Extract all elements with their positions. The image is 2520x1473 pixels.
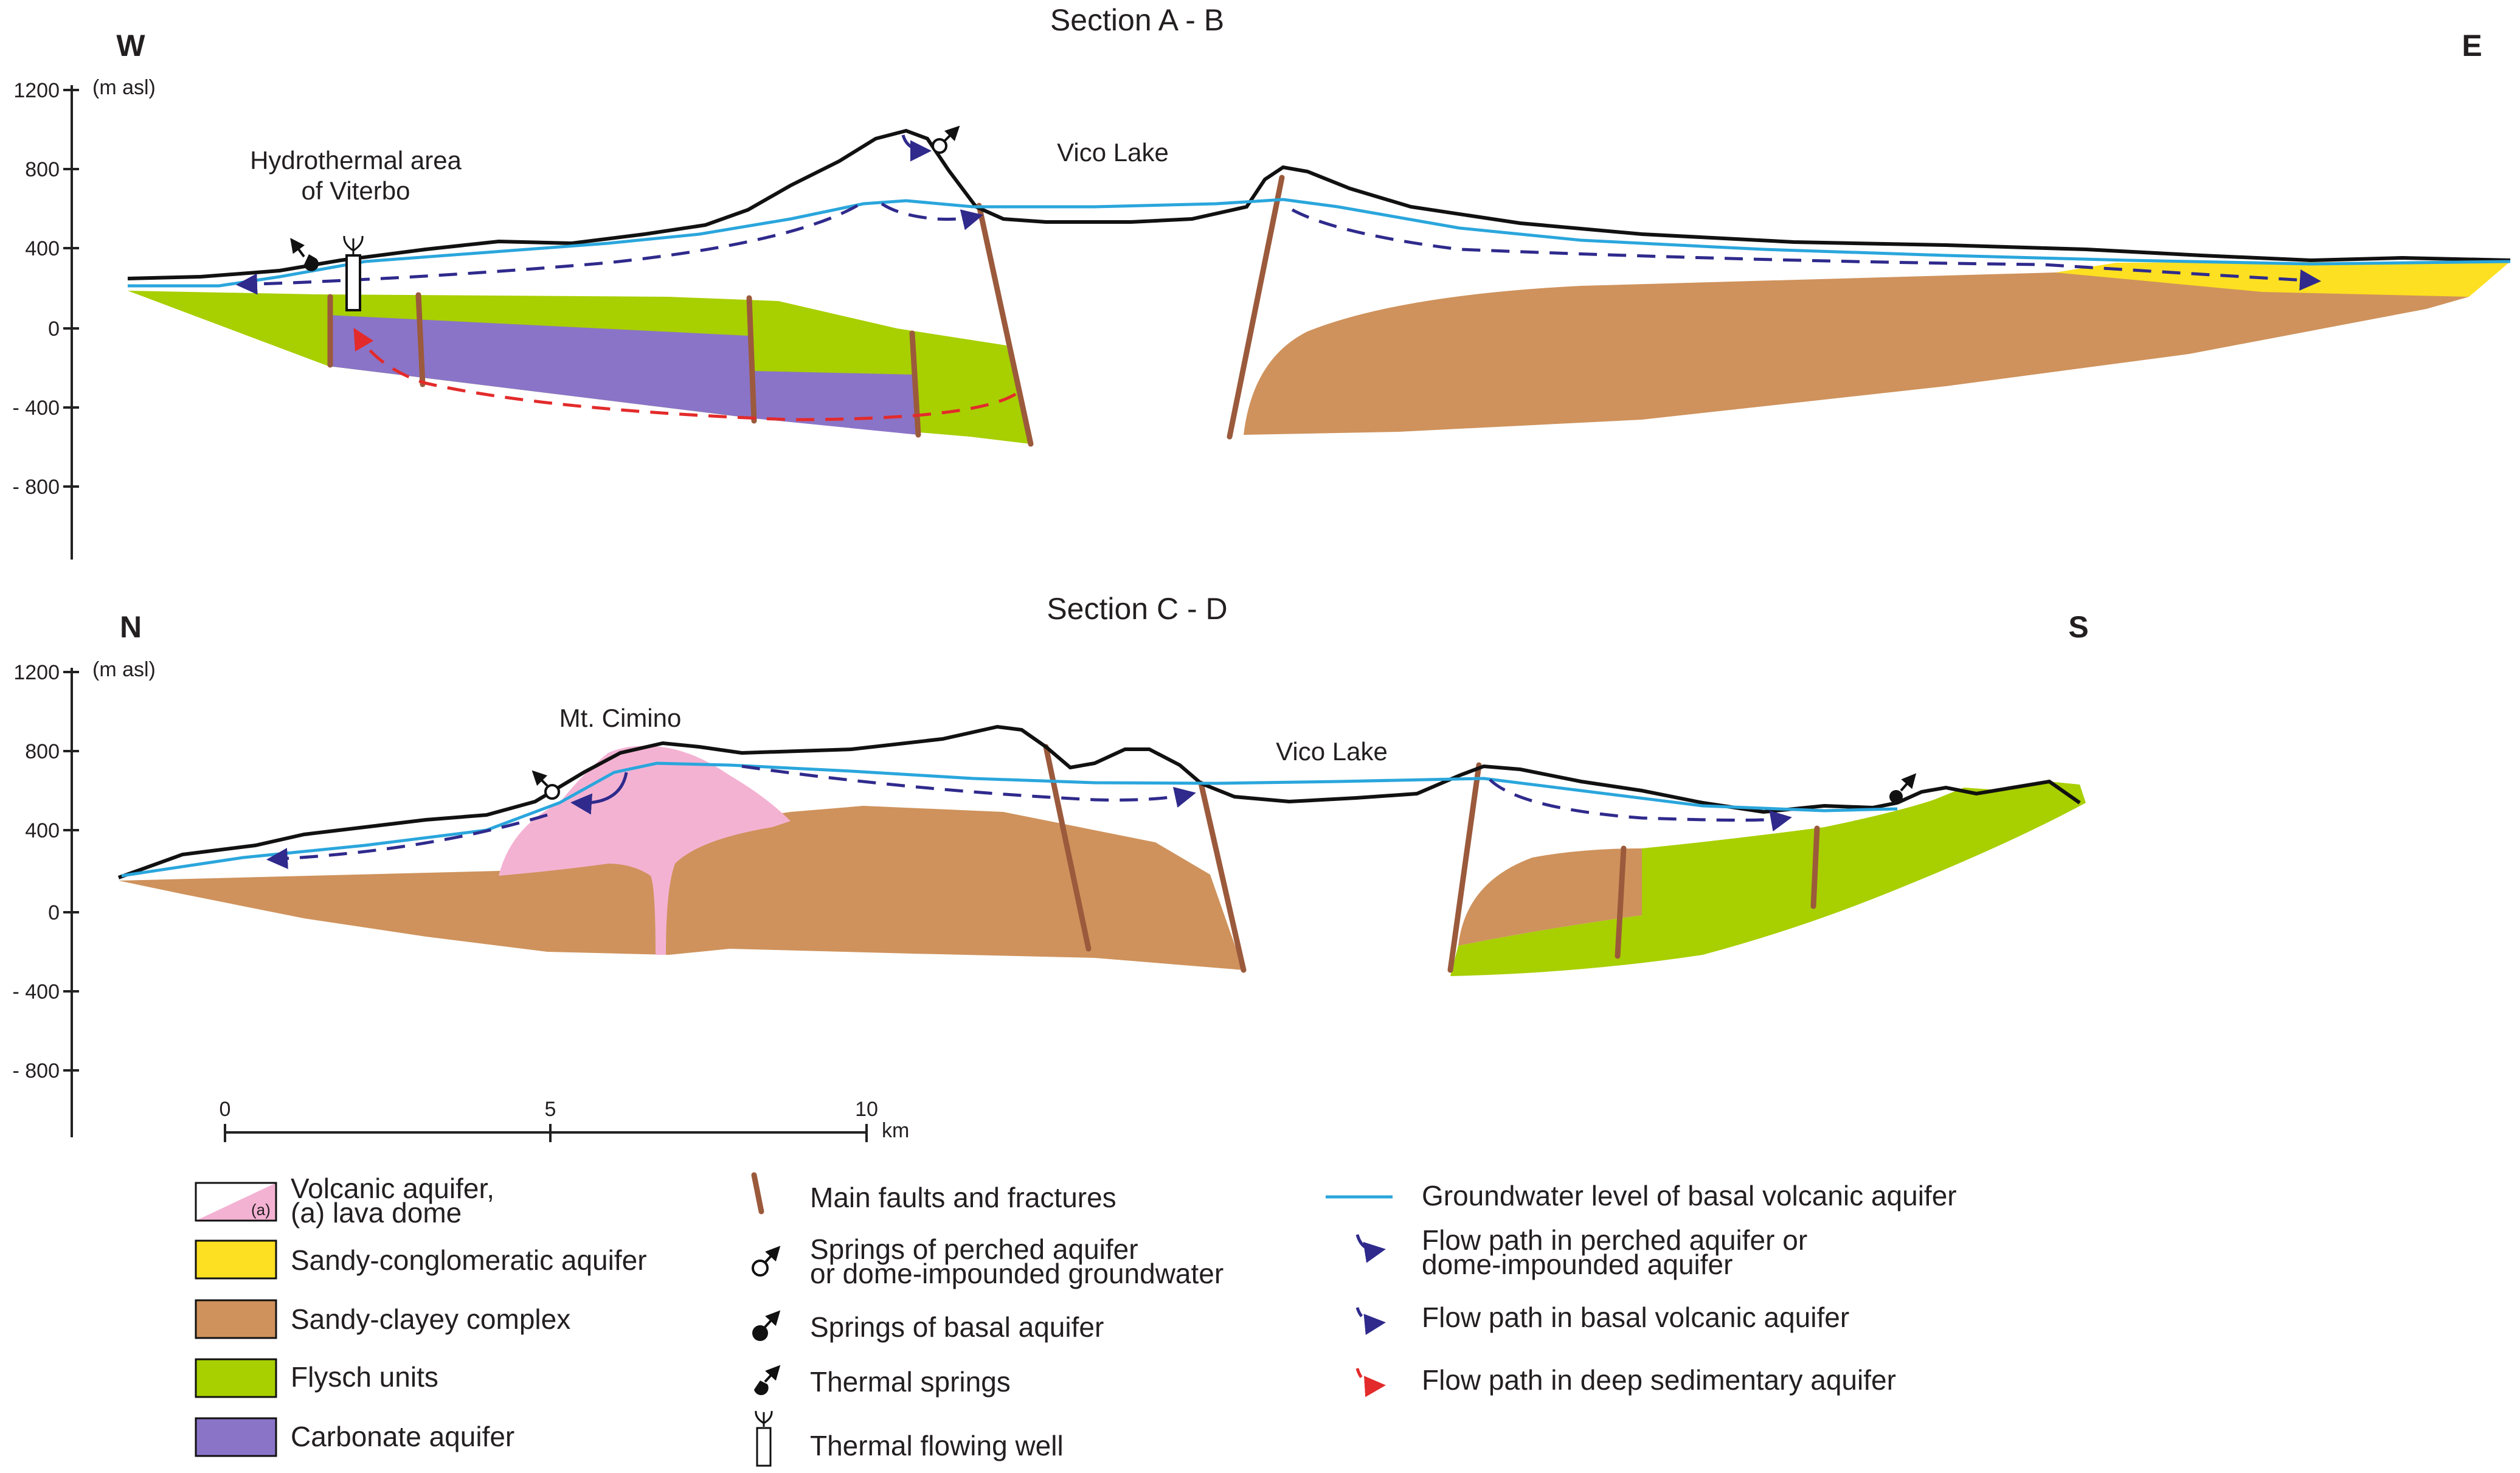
legend-faults-label: Main faults and fractures [810,1182,1116,1213]
perched-spring-a-b [932,125,960,154]
elevation-axis-a-b: 1200 800 400 0 - 400 - 800 (m asl) [13,76,156,560]
legend-perched-springs: Springs of perched aquifer or dome-impou… [752,1233,1224,1289]
carbonate-aquifer [328,315,918,435]
vico-lake-label-a-b: Vico Lake [1057,138,1169,167]
legend-flysch: Flysch units [195,1358,438,1398]
legend-sandy-conglomeratic: Sandy-conglomeratic aquifer [195,1239,647,1280]
legend-lava-dome-tag: (a) [251,1201,271,1219]
legend-thermal-well-label: Thermal flowing well [810,1430,1064,1461]
tick-800: 800 [25,740,60,763]
section-c-d: Section C - D N S 1200 800 400 0 - 400 -… [13,592,2089,1142]
thermal-spring-a-b [290,238,319,271]
legend-flysch-label: Flysch units [291,1361,438,1393]
faults-a-b [327,175,1285,447]
direction-east: E [2462,29,2482,63]
hydrothermal-area-label: Hydrothermal area [250,146,462,175]
elevation-unit: (m asl) [92,76,156,99]
legend-sandy-conglomeratic-label: Sandy-conglomeratic aquifer [291,1244,647,1276]
groundwater-level-a-b [128,198,2511,288]
tick-0: 0 [48,901,60,924]
flysch-unit-south [1450,782,2086,976]
tick-1200: 1200 [13,661,60,684]
elevation-axis-c-d: 1200 800 400 0 - 400 - 800 (m asl) [13,658,156,1137]
tick-1200: 1200 [13,79,60,102]
direction-south: S [2068,610,2088,644]
thermal-flowing-well-a-b [343,235,364,311]
legend-basal-flow: Flow path in basal volcanic aquifer [1355,1301,1849,1336]
scale-unit: km [882,1119,909,1142]
legend: (a) Volcanic aquifer, (a) lava dome Sand… [195,1172,1957,1467]
legend-basal-springs-label: Springs of basal aquifer [810,1311,1104,1343]
scale-tick-5: 5 [545,1098,556,1121]
direction-west: W [116,29,145,63]
legend-volcanic-label-1: Volcanic aquifer, [291,1173,494,1204]
flysch-south-upper [1934,782,2086,803]
flow-path-basal-lake [881,202,983,230]
legend-thermal-well: Thermal flowing well [755,1410,1064,1467]
legend-deep-flow: Flow path in deep sedimentary aquifer [1355,1364,1896,1398]
scale-bar: 0 5 10 km [220,1098,909,1142]
legend-sandy-clayey: Sandy-clayey complex [195,1299,570,1339]
flow-path-basal-lake-north [741,764,1196,808]
sandy-clayey-complex-north [119,806,1244,970]
legend-thermal-springs-label: Thermal springs [810,1366,1011,1398]
sandy-clayey-complex-south [1458,848,1642,946]
tick-minus-800: - 800 [13,1059,60,1083]
legend-groundwater-level-label: Groundwater level of basal volcanic aqui… [1422,1180,1957,1211]
legend-sandy-clayey-label: Sandy-clayey complex [291,1303,570,1335]
tick-minus-800: - 800 [13,476,60,499]
section-a-b-title: Section A - B [1050,3,1224,37]
legend-perched-springs-label-1: Springs of perched aquifer [810,1233,1138,1265]
flow-path-basal-south [1489,778,1792,832]
legend-volcanic-aquifer: (a) Volcanic aquifer, (a) lava dome [195,1173,494,1229]
scale-tick-10: 10 [855,1098,878,1121]
flow-path-basal-west [236,204,859,295]
legend-groundwater-level: Groundwater level of basal volcanic aqui… [1326,1180,1957,1211]
flow-path-perched-dome [570,772,628,815]
direction-north: N [120,610,142,644]
tick-minus-400: - 400 [13,980,60,1003]
flow-path-deep-sedimentary [353,327,1017,421]
topographic-profile-a-b [127,128,2511,280]
sandy-clayey-complex-east [1244,272,2469,435]
elevation-unit: (m asl) [92,658,156,681]
mt-cimino-label: Mt. Cimino [559,704,682,732]
viterbo-label: of Viterbo [301,176,410,205]
groundwater-level-c-d [121,761,1898,878]
flow-path-basal-east [1291,208,2321,291]
section-a-b: Section A - B W E 1200 800 400 0 - 400 -… [13,3,2511,560]
vico-lake-label-c-d: Vico Lake [1276,737,1388,766]
legend-basal-springs: Springs of basal aquifer [752,1310,1104,1343]
legend-faults: Main faults and fractures [751,1172,1116,1215]
legend-volcanic-label-2: (a) lava dome [291,1197,462,1229]
legend-carbonate-label: Carbonate aquifer [291,1421,514,1452]
section-c-d-title: Section C - D [1047,592,1227,626]
tick-400: 400 [25,819,60,842]
legend-basal-flow-label: Flow path in basal volcanic aquifer [1422,1301,1849,1333]
perched-spring-c-d [531,770,560,800]
legend-thermal-springs: Thermal springs [754,1365,1011,1398]
legend-perched-flow: Flow path in perched aquifer or dome-imp… [1355,1224,1807,1280]
legend-perched-flow-label-2: dome-impounded aquifer [1422,1249,1732,1280]
tick-800: 800 [25,158,60,181]
tick-minus-400: - 400 [13,397,60,420]
legend-perched-springs-label-2: or dome-impounded groundwater [810,1258,1224,1289]
flow-path-perched-summit [901,134,932,162]
flow-path-basal-north [266,813,548,870]
legend-perched-flow-label-1: Flow path in perched aquifer or [1422,1224,1807,1256]
tick-0: 0 [48,317,60,341]
tick-400: 400 [25,237,60,260]
topographic-profile-c-d [117,724,2081,879]
basal-spring-c-d [1889,773,1917,803]
legend-carbonate: Carbonate aquifer [195,1417,514,1457]
legend-deep-flow-label: Flow path in deep sedimentary aquifer [1422,1364,1896,1396]
scale-tick-0: 0 [220,1098,231,1121]
